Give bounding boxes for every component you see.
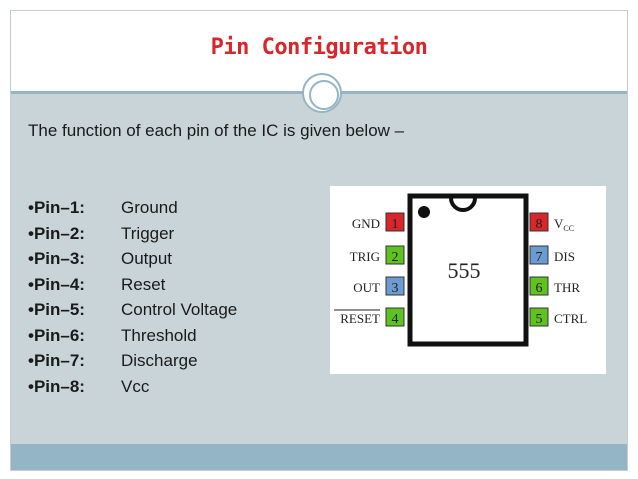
list-item: •Pin–5: Control Voltage <box>28 297 237 323</box>
list-item: •Pin–1: Ground <box>28 195 237 221</box>
pin-function: Reset <box>121 274 166 294</box>
ic-body <box>407 193 529 347</box>
left-pin-1: 1 GND <box>352 212 405 232</box>
pin-key: •Pin–1: <box>28 198 85 217</box>
list-item: •Pin–2: Trigger <box>28 221 237 247</box>
pin-number: 7 <box>536 250 543 265</box>
pin-list: •Pin–1: Ground •Pin–2: Trigger •Pin–3: Outp… <box>28 195 237 399</box>
right-pin-5: 5 CTRL <box>529 307 587 327</box>
chip-label: 555 <box>448 258 481 283</box>
pin-key: •Pin–2: <box>28 223 85 243</box>
left-pin-2: 2 TRIG <box>350 245 405 265</box>
right-pin-6: 6 THR <box>529 276 580 296</box>
list-item: •Pin–4: Reset <box>28 272 237 298</box>
pin-box <box>529 212 549 232</box>
pin-key: •Pin–3: <box>28 249 85 268</box>
pin-label: RESET <box>340 311 380 326</box>
pin-label: TRIG <box>350 249 380 264</box>
left-pin-3: 3 OUT <box>353 276 405 296</box>
pin-label: OUT <box>353 280 380 295</box>
pin-number: 1 <box>392 217 399 232</box>
right-pin-8: 8 VCC <box>529 212 574 233</box>
pin-function: Trigger <box>121 223 175 243</box>
pin-label: DIS <box>554 249 575 264</box>
pin-box <box>385 276 405 296</box>
pin-function: Threshold <box>121 325 197 345</box>
list-item: •Pin–6: Threshold <box>28 323 237 349</box>
list-item: •Pin–7: Discharge <box>28 348 237 374</box>
slide-title: Pin Configuration <box>210 35 428 60</box>
pin-key: •Pin–4: <box>28 274 85 294</box>
pin-label: VCC <box>554 216 574 233</box>
vcc-v: V <box>554 216 564 231</box>
left-pin-4: 4 RESET <box>334 307 405 327</box>
ic-555-diagram: 555 1 GND 2 TRIG 3 OUT 4 RESET 8 VCC <box>334 193 587 347</box>
pin-number: 8 <box>536 217 543 232</box>
pin-number: 4 <box>392 312 399 327</box>
list-item: •Pin–3: Output <box>28 246 237 272</box>
pin-label: GND <box>352 216 380 231</box>
pin-box <box>529 276 549 296</box>
ic-555-figure: 555 1 GND 2 TRIG 3 OUT 4 RESET 8 VCC <box>330 186 606 374</box>
vcc-subscript: CC <box>563 224 574 233</box>
circle-ornament-icon <box>302 73 342 113</box>
pin-number: 2 <box>392 250 399 265</box>
ic-notch <box>449 197 477 212</box>
pin-number: 5 <box>536 312 543 327</box>
pin-number: 3 <box>392 281 399 296</box>
footer-band <box>11 444 627 470</box>
pin-box <box>385 307 405 327</box>
right-pin-7: 7 DIS <box>529 245 575 265</box>
pin-key: •Pin–5: <box>28 300 85 319</box>
pin-number: 6 <box>536 281 543 296</box>
pin-function: Output <box>121 249 173 268</box>
pin-label: CTRL <box>554 311 587 326</box>
pin-box <box>529 307 549 327</box>
pin-function: Ground <box>121 198 178 217</box>
pin-function: Vcc <box>121 376 150 396</box>
pin-label: THR <box>554 280 580 295</box>
pin-function: Discharge <box>121 351 198 370</box>
list-item: •Pin–8: Vcc <box>28 374 237 400</box>
pin-key: •Pin–6: <box>28 325 85 345</box>
pin1-dot <box>418 206 430 218</box>
pin-box <box>385 245 405 265</box>
pin-key: •Pin–7: <box>28 351 85 370</box>
pin-function: Control Voltage <box>121 300 238 319</box>
pin-key: •Pin–8: <box>28 376 85 396</box>
pin-box <box>529 245 549 265</box>
pin-box <box>385 212 405 232</box>
intro-text: The function of each pin of the IC is gi… <box>28 121 405 140</box>
